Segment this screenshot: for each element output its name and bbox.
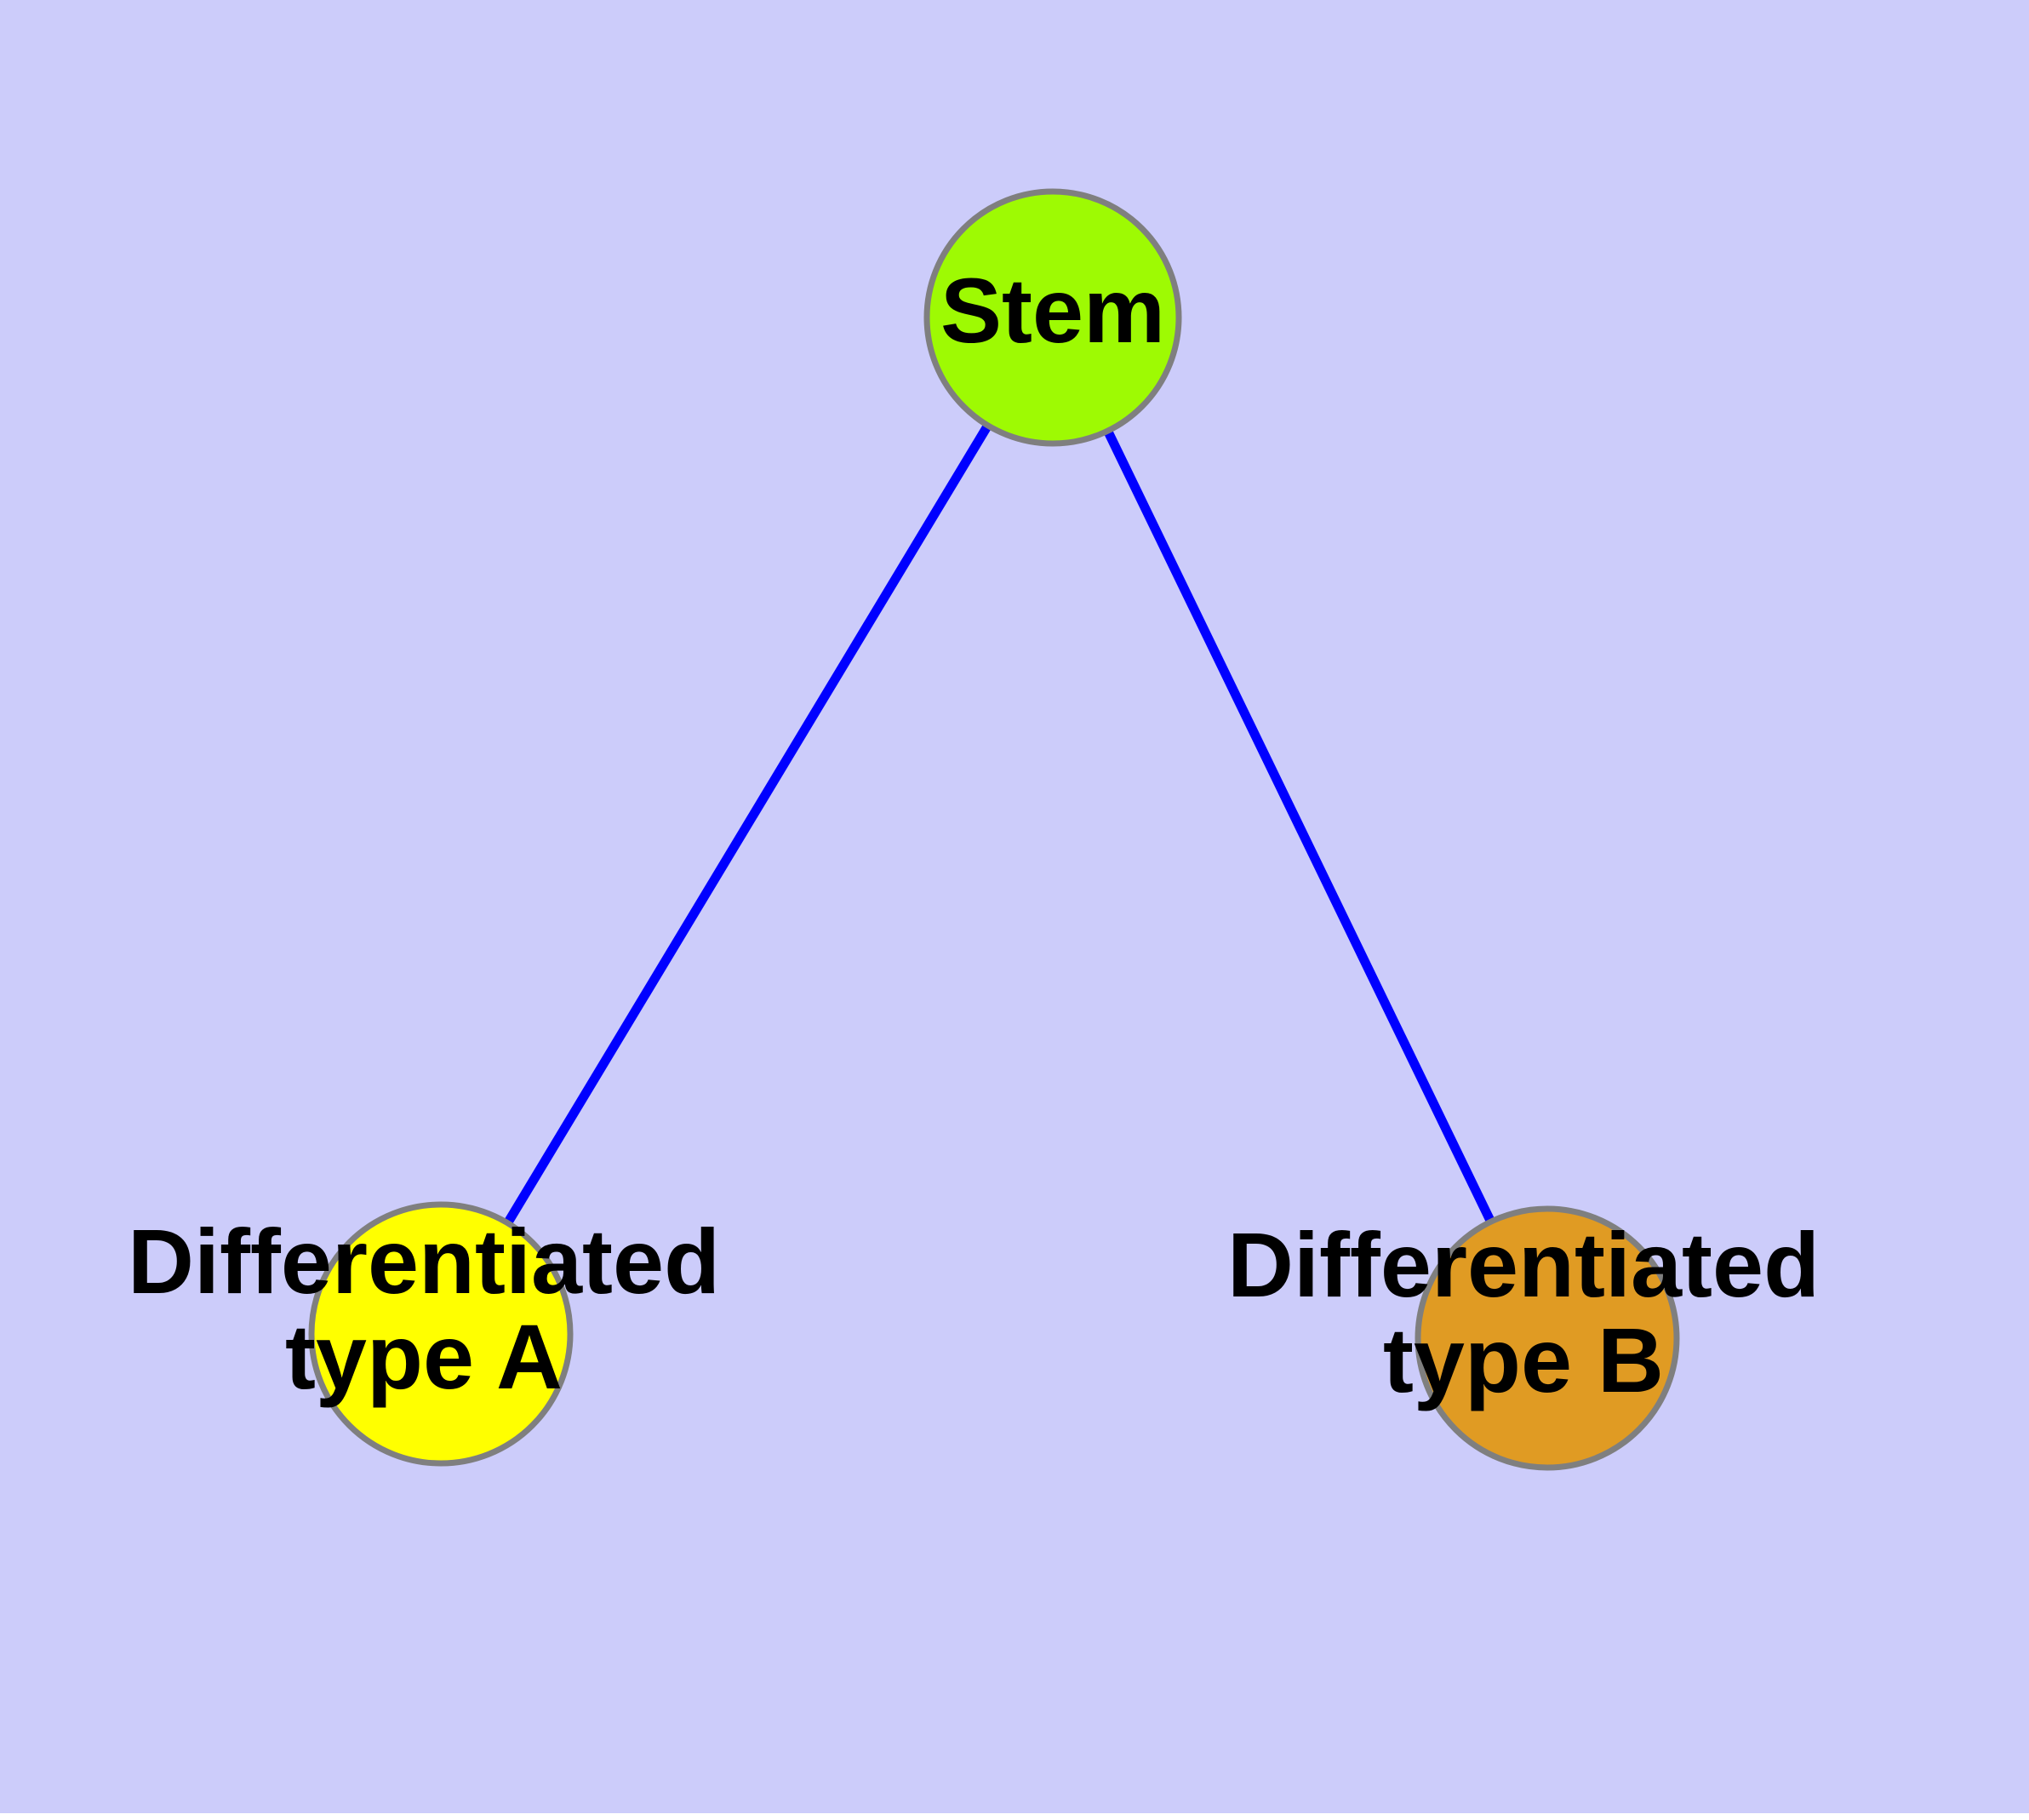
graph-node-label-stem: Stem [940, 259, 1165, 362]
graph-node-label-line: Differentiated [128, 1210, 720, 1313]
graph-node-stem[interactable] [923, 188, 1182, 447]
graph-node-diff_b[interactable] [1415, 1205, 1680, 1471]
graph-node-label-line: Stem [940, 259, 1165, 362]
graph-node-diff_a[interactable] [308, 1201, 574, 1467]
edges-layer [437, 315, 1552, 1341]
graph-node-label-line: Differentiated [1227, 1213, 1820, 1316]
graph-edge-stem-to-diff-b [1049, 315, 1552, 1341]
graph-node-label-line: type B [1383, 1308, 1664, 1411]
graph-node-label-line: type A [285, 1305, 563, 1408]
graph-edge-stem-to-diff-a [437, 315, 1057, 1336]
nodes-layer [308, 188, 1680, 1471]
